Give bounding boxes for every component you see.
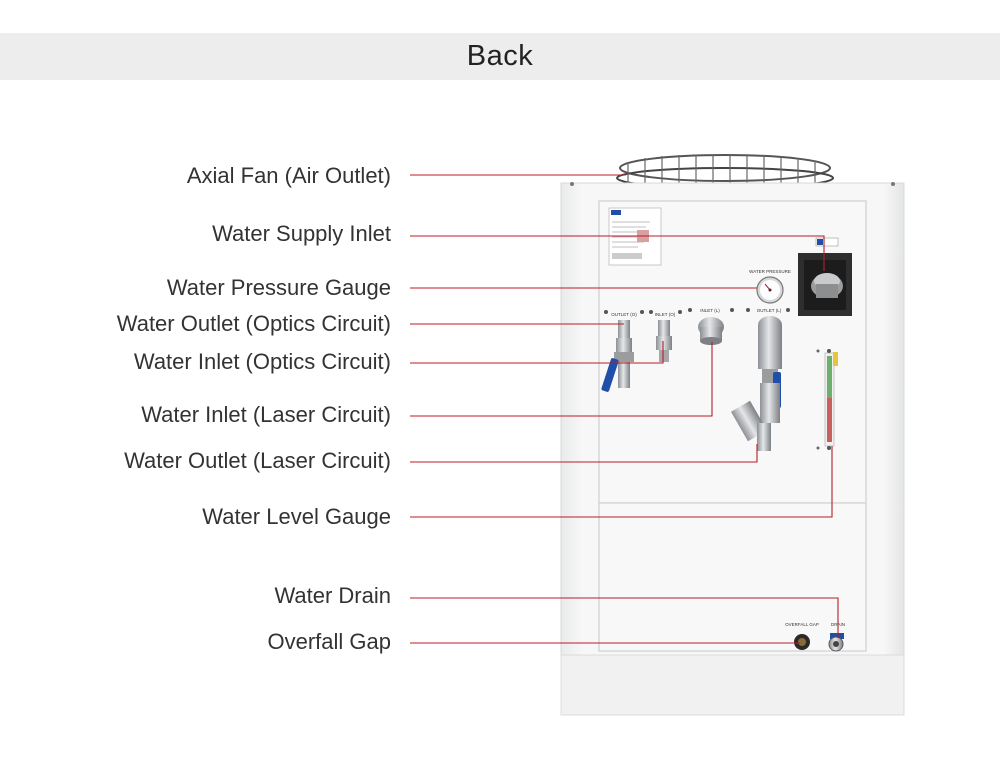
port-caption-inlet-l: INLET (L)	[700, 308, 720, 313]
leader-water-supply-inlet	[410, 235, 825, 271]
leader-water-inlet-optics	[410, 341, 664, 364]
leader-water-inlet-laser	[410, 342, 713, 417]
water-inlet-laser-port	[698, 317, 724, 345]
label-water-drain: Water Drain	[274, 583, 391, 608]
water-outlet-optics-port	[601, 320, 634, 392]
water-outlet-laser-port	[730, 316, 782, 451]
water-inlet-optics-port	[656, 320, 672, 362]
label-water-level-gauge: Water Level Gauge	[202, 504, 391, 529]
axial-fan-guard	[616, 154, 834, 189]
leader-water-drain	[410, 597, 839, 638]
label-water-outlet-optics: Water Outlet (Optics Circuit)	[116, 311, 391, 336]
label-water-inlet-optics: Water Inlet (Optics Circuit)	[133, 349, 391, 374]
label-water-pressure-gauge: Water Pressure Gauge	[166, 275, 391, 300]
port-caption-outlet-o: OUTLET (O)	[611, 312, 637, 317]
leader-water-outlet-laser	[410, 444, 758, 463]
label-water-outlet-laser: Water Outlet (Laser Circuit)	[124, 448, 391, 473]
leader-lines	[410, 174, 839, 644]
overfall-caption: OVERFALL GAP	[785, 622, 819, 627]
label-water-inlet-laser: Water Inlet (Laser Circuit)	[141, 402, 391, 427]
label-axial-fan: Axial Fan (Air Outlet)	[186, 163, 391, 188]
port-caption-inlet-o: INLET (O)	[655, 312, 676, 317]
port-captions: OUTLET (O) INLET (O) INLET (L) OUTLET (L…	[604, 308, 790, 317]
water-level-gauge	[816, 349, 838, 450]
water-supply-inlet	[798, 237, 852, 316]
leader-water-level-gauge	[410, 446, 833, 518]
port-caption-outlet-l: OUTLET (L)	[757, 308, 782, 313]
water-pressure-gauge: WATER PRESSURE	[749, 269, 791, 304]
label-overfall-gap: Overfall Gap	[267, 629, 392, 654]
water-drain-port: DRAIN	[828, 622, 845, 652]
overfall-gap-port: OVERFALL GAP	[785, 622, 819, 650]
header-bar: Back	[0, 33, 1000, 80]
label-water-supply-inlet: Water Supply Inlet	[212, 221, 391, 246]
page-title: Back	[466, 40, 534, 72]
pressure-gauge-caption: WATER PRESSURE	[749, 269, 791, 274]
